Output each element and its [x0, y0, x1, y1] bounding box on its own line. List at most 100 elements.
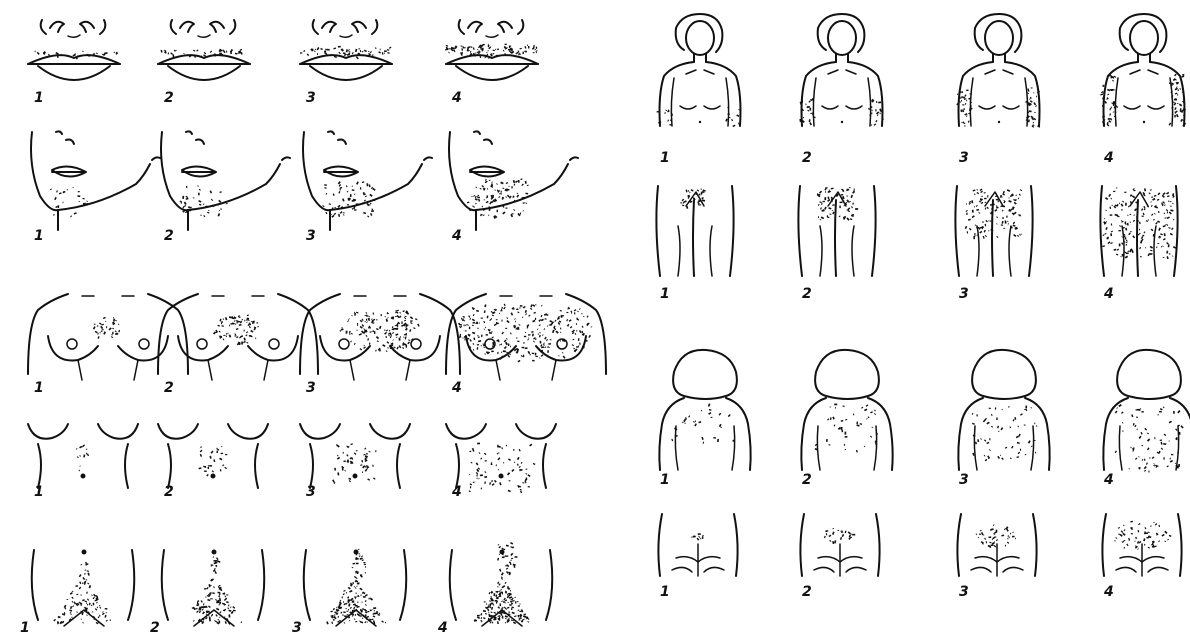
hair-dot: [505, 196, 507, 198]
hair-dot: [1008, 406, 1010, 408]
hair-dot: [459, 326, 461, 329]
hair-dot: [1016, 456, 1019, 458]
hair-dot: [491, 607, 493, 610]
hair-dot: [510, 553, 513, 556]
hair-dot: [974, 193, 976, 195]
hair-dot: [543, 328, 545, 330]
eye: [56, 131, 62, 134]
hair-dot: [1152, 456, 1155, 459]
hair-dot: [845, 531, 847, 534]
hair-dot: [481, 185, 484, 188]
right-hip-outline: [734, 514, 738, 576]
hair-dot: [528, 337, 529, 338]
hair-dot: [473, 47, 475, 50]
ear-hint: [152, 157, 160, 160]
hair-dot: [102, 329, 104, 330]
hair-dot: [485, 460, 487, 462]
hair-dot: [366, 183, 368, 186]
hair-dot: [208, 605, 211, 608]
hair-dot: [86, 579, 88, 581]
hair-dot: [1010, 227, 1012, 228]
hair-dot: [970, 93, 972, 94]
hair-dot: [472, 325, 474, 326]
hair-dot: [247, 315, 249, 317]
hair-dot: [417, 324, 419, 327]
hair-dot: [1145, 533, 1148, 534]
hair-dot: [1134, 425, 1136, 428]
hair-dot: [243, 341, 246, 343]
hair-dot: [965, 226, 968, 229]
hair-dot: [1144, 466, 1147, 469]
hair-dot: [657, 111, 659, 112]
hair-dot: [1121, 221, 1123, 223]
hair-dot: [370, 203, 372, 204]
hair-dot: [1182, 74, 1184, 75]
left-arm-inner: [813, 78, 816, 126]
left-waist-outline: [168, 444, 171, 488]
hair-dot: [376, 328, 379, 330]
hair-dot: [1158, 228, 1161, 231]
hair-dot: [219, 617, 221, 618]
hair-dot: [1123, 525, 1125, 526]
hair-dot: [492, 315, 494, 316]
hair-dot: [79, 470, 80, 472]
hair-dot: [501, 320, 502, 322]
hair-dot: [500, 343, 502, 345]
jaw-outline: [330, 164, 422, 210]
hair-dot: [1007, 542, 1009, 544]
hair-dot: [527, 339, 529, 340]
hair-dot: [1133, 450, 1134, 452]
hair-dot: [208, 465, 210, 467]
hair-dot: [87, 583, 89, 585]
eye-2: [484, 140, 492, 145]
figure-chin-row-2: [161, 131, 290, 230]
hair-dot: [557, 346, 559, 347]
hair-dot: [489, 179, 491, 181]
upper-abdomen-row: 1234: [28, 424, 556, 500]
chest-row: 1234: [28, 294, 606, 396]
hair-dot: [334, 614, 336, 615]
hair-dot: [225, 335, 227, 337]
navel: [500, 550, 505, 555]
hair-dot: [1122, 430, 1124, 431]
hair-dot: [560, 327, 561, 329]
hair-dot: [355, 605, 358, 607]
hair-dot: [364, 49, 367, 52]
hair-dot: [868, 416, 870, 418]
hair-dot: [348, 318, 350, 320]
hair-dot: [461, 325, 462, 327]
hair-dot: [343, 212, 345, 213]
hair-dot: [989, 449, 991, 451]
hair-dot: [1001, 457, 1004, 460]
hair-dot: [234, 323, 236, 325]
ear-hint: [424, 157, 432, 160]
hair-dot: [1148, 219, 1149, 221]
hair-bottom: [684, 396, 726, 399]
hair-dot: [827, 215, 828, 217]
right-rib-line: [264, 360, 268, 380]
hair-dot: [347, 204, 349, 205]
hair-dot: [349, 620, 350, 621]
navel: [841, 121, 843, 123]
hair-dot: [475, 196, 477, 199]
hair-dot: [1139, 436, 1142, 439]
hair-dot: [87, 453, 89, 456]
hair-dot: [1147, 438, 1150, 441]
hair-dot: [488, 604, 490, 606]
hair-dot: [484, 476, 487, 478]
hair-dot: [462, 337, 463, 339]
hair-dot: [497, 210, 498, 212]
hair-dot: [846, 199, 849, 202]
hair-dot: [80, 564, 82, 566]
figure-upper-back-row-1: [659, 350, 750, 470]
hair-dot: [246, 342, 248, 344]
hair-dot: [526, 469, 528, 470]
hair-dot: [1015, 194, 1017, 196]
hair-dot: [477, 195, 479, 197]
hair-dot: [810, 113, 812, 114]
hair-dot: [212, 592, 215, 594]
hair-dot: [74, 212, 77, 215]
hair-dot: [579, 343, 581, 345]
right-torso-outline: [148, 294, 188, 374]
right-nostril-outline: [210, 22, 224, 32]
